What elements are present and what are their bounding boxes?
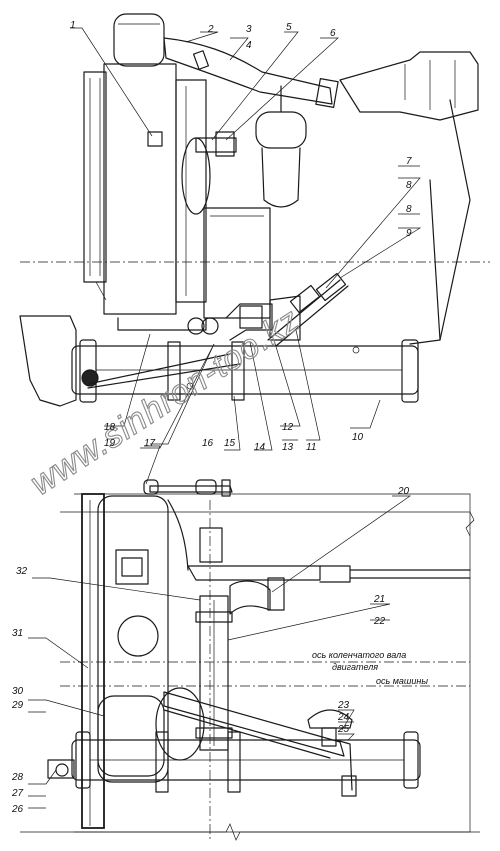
pump-inlet-pipe bbox=[225, 303, 273, 341]
callout-31: 31 bbox=[12, 628, 23, 639]
callout-4: 4 bbox=[246, 40, 252, 51]
expansion-tank bbox=[113, 13, 165, 67]
callout-14: 14 bbox=[254, 442, 266, 453]
cap-fitting bbox=[307, 709, 353, 729]
upper-hose bbox=[163, 37, 333, 105]
callout-13: 13 bbox=[282, 442, 294, 453]
tow-hook bbox=[81, 369, 99, 387]
crankshaft-axis-label: ось коленчатого вала bbox=[312, 650, 406, 660]
callout-3: 3 bbox=[246, 24, 252, 35]
upper-plan-hose bbox=[187, 565, 321, 581]
callout-12: 12 bbox=[282, 422, 294, 433]
callout-2: 2 bbox=[207, 24, 214, 35]
separator-head bbox=[255, 111, 307, 149]
callouts-top: 1 2 3 4 5 6 7 8 8 9 10 11 12 13 14 15 16… bbox=[70, 20, 412, 453]
engine-block bbox=[339, 51, 479, 121]
watermark-text: www.sinhron-too.kz bbox=[24, 300, 307, 502]
callout-29: 29 bbox=[11, 700, 24, 711]
water-pump-housing bbox=[203, 207, 271, 319]
callout-30: 30 bbox=[12, 686, 24, 697]
hose-clamp-plan bbox=[267, 577, 285, 611]
top-view bbox=[19, 13, 479, 451]
callout-1: 1 bbox=[70, 20, 76, 31]
tow-bracket bbox=[19, 315, 77, 407]
callout-24: 24 bbox=[337, 712, 350, 723]
plan-frame bbox=[74, 493, 471, 833]
callout-19: 19 bbox=[104, 438, 116, 449]
callout-23: 23 bbox=[337, 700, 350, 711]
callout-28: 28 bbox=[11, 772, 24, 783]
elbow-pipe bbox=[229, 580, 271, 615]
drain-housing bbox=[155, 687, 205, 761]
upper-outlet bbox=[115, 549, 149, 585]
radiator-plan-side bbox=[81, 493, 105, 829]
callout-11: 11 bbox=[306, 442, 316, 453]
hose-clamp bbox=[315, 78, 339, 108]
callout-27: 27 bbox=[11, 788, 24, 799]
callout-18: 18 bbox=[104, 422, 116, 433]
tie-rod bbox=[267, 279, 349, 347]
lower-tank bbox=[97, 695, 165, 777]
radiator-side-plate bbox=[83, 71, 107, 283]
lower-pipe bbox=[117, 317, 207, 331]
callout-25: 25 bbox=[337, 724, 350, 735]
callout-26: 26 bbox=[11, 804, 24, 815]
callout-9: 9 bbox=[406, 228, 412, 239]
frame-edge bbox=[409, 179, 441, 345]
callout-8b: 8 bbox=[406, 204, 412, 215]
callout-22: 22 bbox=[373, 616, 386, 627]
vent-plate bbox=[199, 527, 223, 563]
crankshaft-axis-label-line2: двигателя bbox=[332, 662, 378, 672]
callout-10: 10 bbox=[352, 432, 364, 443]
lower-clamp bbox=[187, 317, 205, 335]
bottom-view bbox=[20, 261, 490, 841]
break-line bbox=[20, 823, 480, 841]
vent-pipe bbox=[149, 485, 233, 493]
pump-riser bbox=[199, 595, 229, 751]
callout-20: 20 bbox=[397, 486, 410, 497]
callouts-bottom: 20 21 22 23 24 25 26 27 28 29 30 31 32 bbox=[11, 486, 410, 815]
callout-17: 17 bbox=[144, 438, 156, 449]
callout-8a: 8 bbox=[406, 180, 412, 191]
callout-15: 15 bbox=[224, 438, 236, 449]
lower-plan-hose bbox=[163, 691, 345, 757]
machine-axis-label: ось машины bbox=[376, 676, 428, 686]
separator-bowl bbox=[261, 147, 301, 208]
callout-32: 32 bbox=[16, 566, 28, 577]
drain-fitting bbox=[147, 131, 163, 147]
engine-outline bbox=[439, 99, 471, 341]
callout-7: 7 bbox=[406, 156, 412, 167]
fan-shroud bbox=[175, 79, 207, 303]
callout-16: 16 bbox=[202, 438, 214, 449]
expansion-line bbox=[167, 499, 189, 571]
callout-21: 21 bbox=[373, 594, 385, 605]
radiator-plan-core bbox=[97, 495, 169, 783]
radiator-core bbox=[103, 63, 177, 315]
radiator-filler bbox=[117, 615, 159, 657]
left-bracket bbox=[47, 759, 75, 779]
callout-5: 5 bbox=[286, 22, 292, 33]
callout-6: 6 bbox=[330, 28, 336, 39]
